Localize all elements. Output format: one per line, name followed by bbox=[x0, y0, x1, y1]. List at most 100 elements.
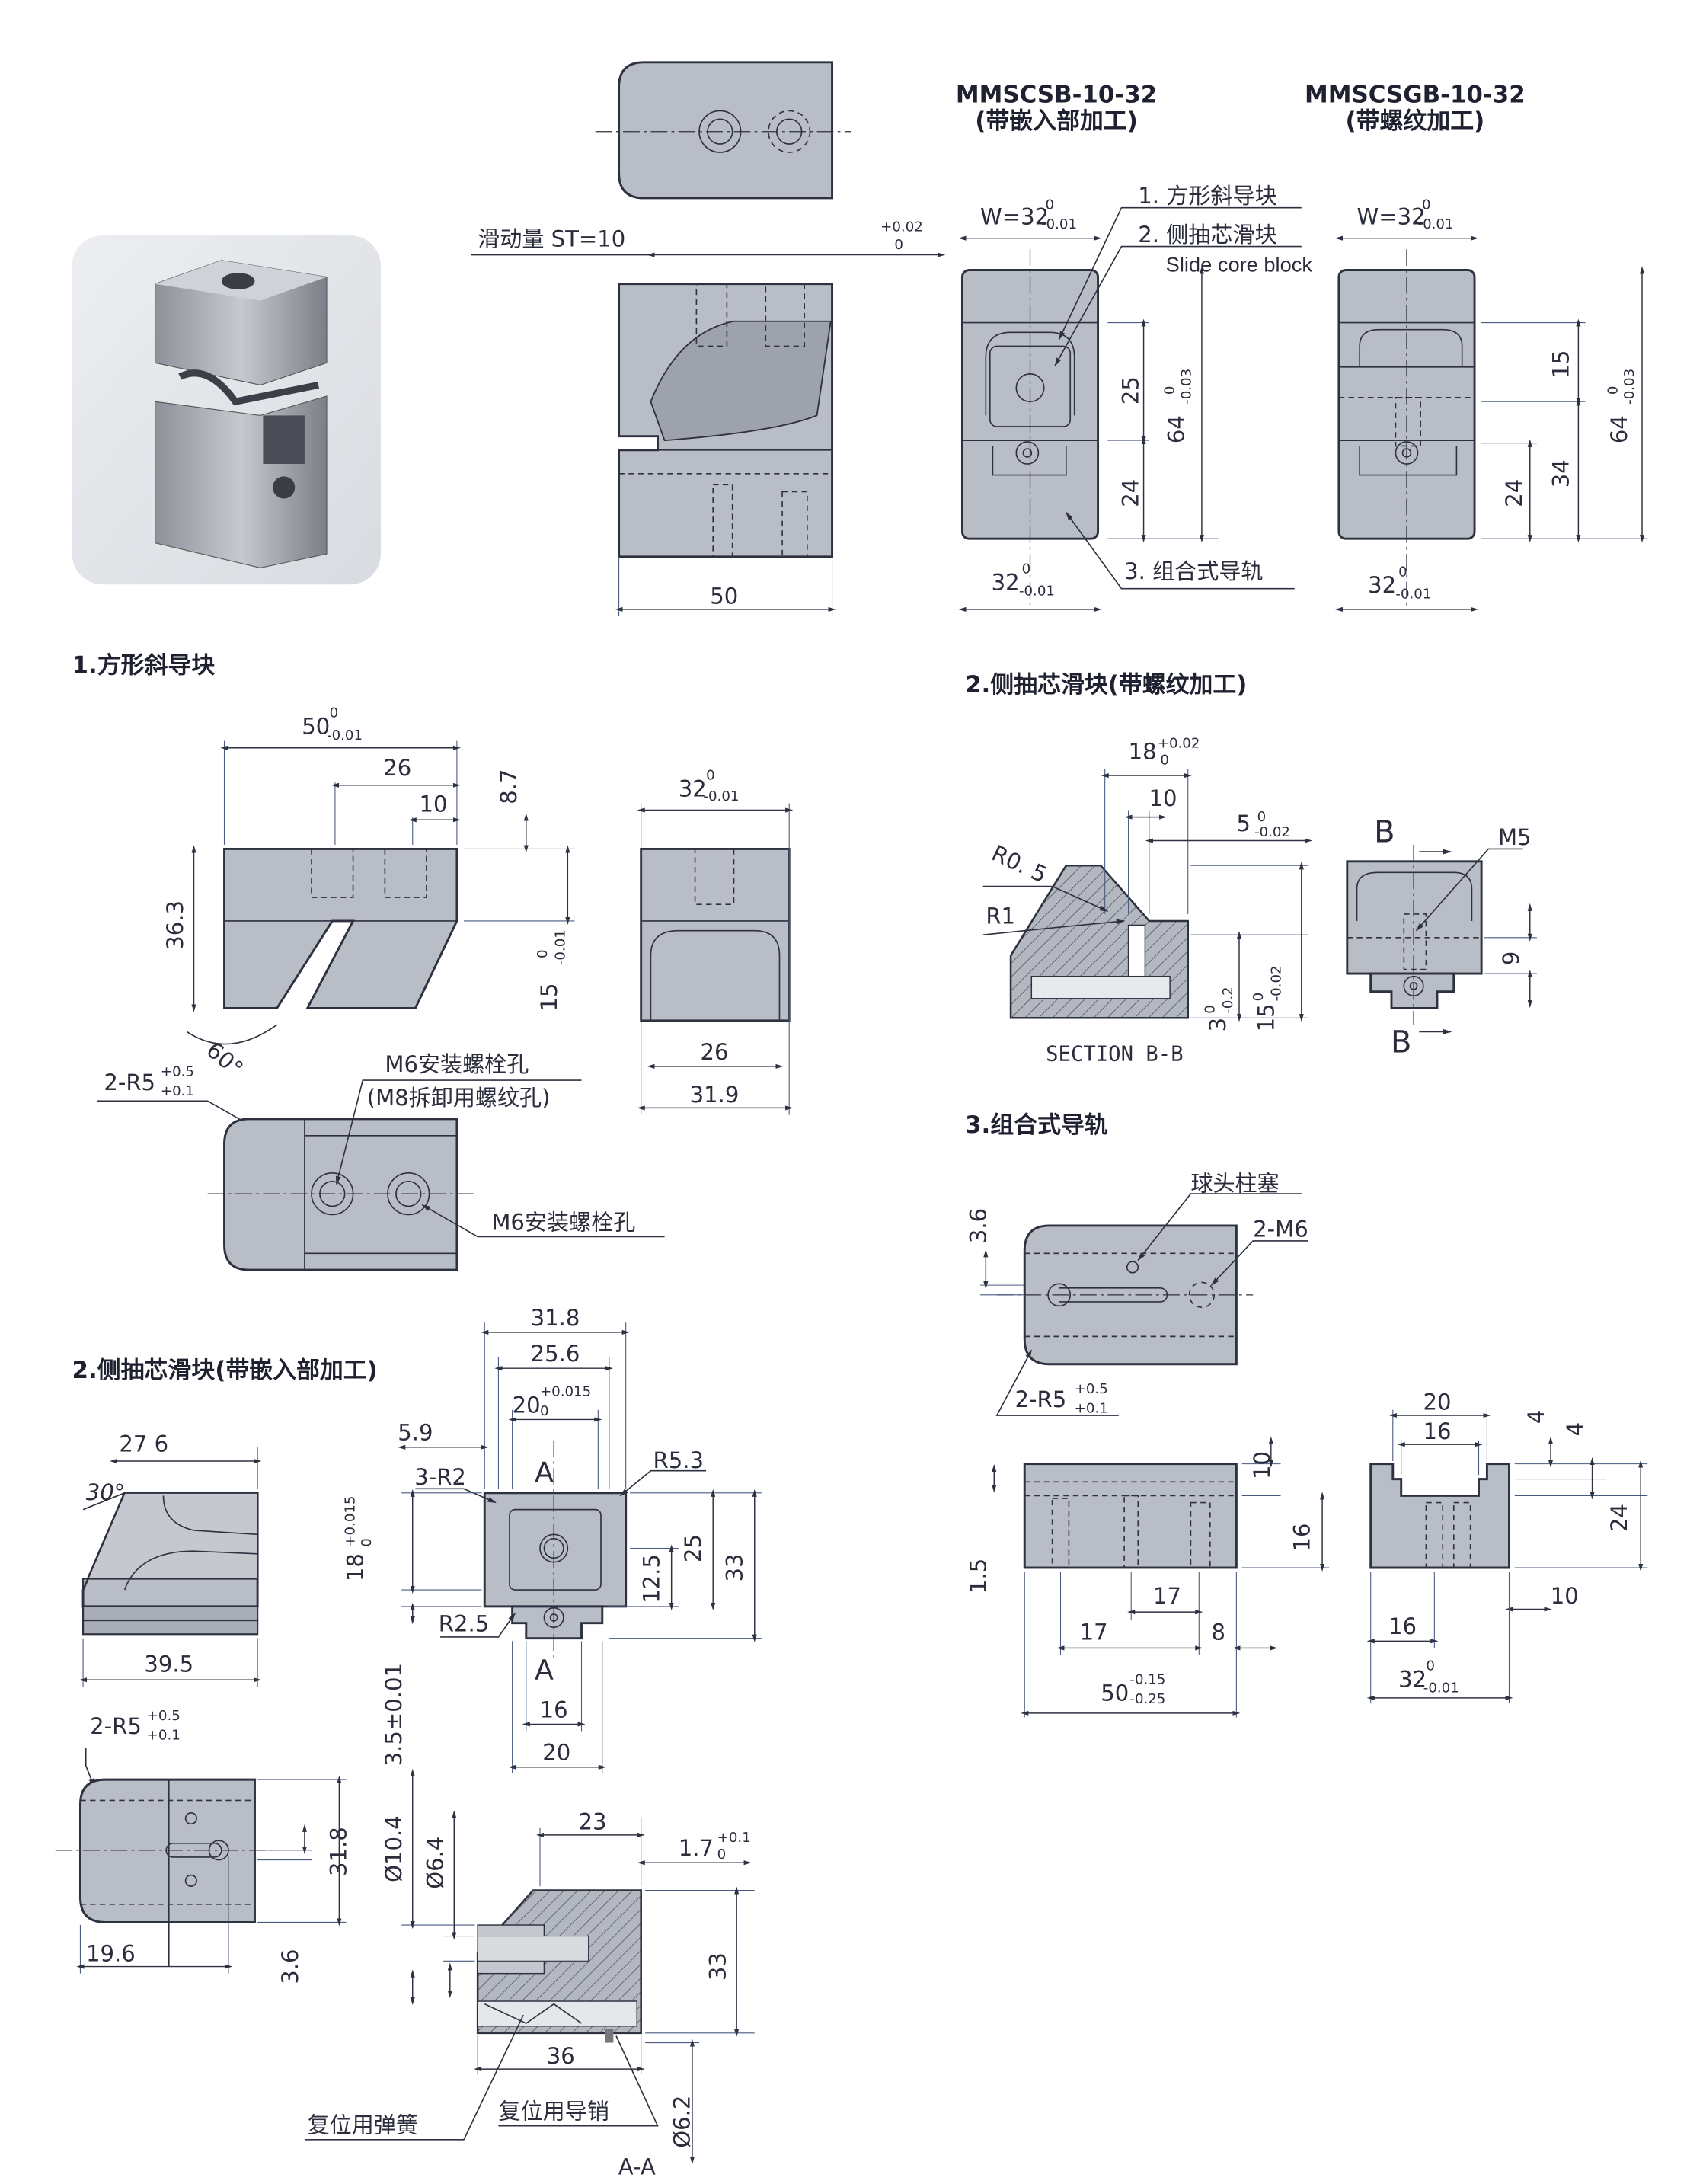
radius-label: 2-R5 bbox=[1015, 1386, 1067, 1412]
model-desc-a: (带嵌入部加工) bbox=[975, 107, 1138, 135]
model-number-a: MMSCSB-10-32 bbox=[956, 82, 1157, 109]
slide-core-section-aa bbox=[304, 1768, 755, 2165]
tol-lower: 0 bbox=[359, 1538, 375, 1547]
dim-18: 18 bbox=[1129, 738, 1157, 764]
front-dim-25-6: 25.6 bbox=[531, 1341, 580, 1367]
rail-end-view bbox=[1366, 1409, 1648, 1704]
tol-upper: -0.15 bbox=[1129, 1672, 1165, 1688]
tol-lower: -0.01 bbox=[1041, 216, 1077, 232]
assembly-a-bottom-width: 32 bbox=[992, 569, 1020, 595]
section-bb-label: SECTION B-B bbox=[1046, 1043, 1183, 1066]
model-desc-b: (带螺纹加工) bbox=[1346, 107, 1485, 135]
hole-label-1-note: (M8拆卸用螺纹孔) bbox=[367, 1085, 551, 1111]
tol-upper: 0 bbox=[330, 705, 339, 721]
dim-10: 10 bbox=[1149, 785, 1177, 811]
slide-core-section-bb bbox=[982, 768, 1312, 1022]
dim-15: 15 bbox=[536, 983, 562, 1011]
section-marker-a-top: A bbox=[535, 1456, 554, 1489]
end-dim-16b: 16 bbox=[1388, 1613, 1417, 1639]
assembly-b-width-label: W=32 bbox=[1357, 204, 1426, 230]
radius-r1: R1 bbox=[986, 903, 1015, 929]
model-header-b: MMSCSGB-10-32 (带螺纹加工) bbox=[1305, 82, 1526, 136]
assembly-a-width-label: W=32 bbox=[980, 204, 1049, 230]
dim-26: 26 bbox=[383, 755, 411, 781]
section-marker-b-top: B bbox=[1374, 814, 1395, 849]
dim-24: 24 bbox=[1501, 479, 1527, 507]
end-dim-20: 20 bbox=[1423, 1389, 1451, 1415]
dia-6-2: Ø6.2 bbox=[669, 2096, 695, 2148]
dim-64: 64 bbox=[1606, 415, 1632, 443]
aa-dim-23: 23 bbox=[579, 1809, 607, 1835]
tol-upper: 0 bbox=[1605, 386, 1621, 395]
radius-3-r2: 3-R2 bbox=[414, 1464, 466, 1490]
front-dim-3-5: 3.5±0.01 bbox=[381, 1663, 407, 1766]
guide-block-bottom-view bbox=[207, 1079, 665, 1271]
stroke-label: 滑动量 ST=10 bbox=[478, 226, 625, 252]
tol-lower: -0.01 bbox=[1395, 586, 1431, 602]
dim-9: 9 bbox=[1498, 951, 1524, 966]
radius-r2-5: R2.5 bbox=[439, 1611, 489, 1637]
rail-dim-8: 8 bbox=[1211, 1620, 1225, 1645]
end-dim-26: 26 bbox=[701, 1039, 729, 1065]
guide-block-side-view bbox=[97, 740, 575, 1130]
part-label-3: 3. 组合式导轨 bbox=[1124, 558, 1263, 584]
slide-core-iso-view bbox=[78, 1447, 262, 1687]
tol-upper: +0.02 bbox=[1158, 736, 1200, 752]
tol-upper: 0 bbox=[535, 949, 551, 958]
tol-lower: +0.1 bbox=[161, 1083, 194, 1099]
tol-upper: +0.015 bbox=[342, 1496, 358, 1547]
dia-10-4: Ø10.4 bbox=[381, 1815, 407, 1882]
angle-30: 30° bbox=[86, 1479, 126, 1505]
rail-dim-16: 16 bbox=[1289, 1523, 1315, 1551]
iso-dim-27-6: 27 6 bbox=[119, 1431, 168, 1457]
radius-r5-3: R5.3 bbox=[653, 1447, 704, 1473]
thread-m5-label: M5 bbox=[1498, 824, 1532, 850]
assembly-side-view-b bbox=[1334, 235, 1648, 612]
tol-upper: 0 bbox=[1422, 197, 1431, 213]
dim-5: 5 bbox=[1236, 811, 1251, 836]
part-label-2-en: Slide core block bbox=[1166, 252, 1313, 276]
rail-dim-1-5: 1.5 bbox=[965, 1559, 991, 1594]
tol-lower: -0.03 bbox=[1622, 369, 1638, 405]
radius-r0-5: R0. 5 bbox=[988, 840, 1051, 888]
rail-top-view bbox=[980, 1193, 1308, 1416]
return-pin-label: 复位用导销 bbox=[498, 2099, 609, 2125]
section-marker-a-bottom: A bbox=[535, 1654, 554, 1687]
tol-upper: 0 bbox=[1257, 809, 1267, 825]
end-dim-4a: 4 bbox=[1523, 1410, 1549, 1425]
tol-upper: +0.5 bbox=[1075, 1381, 1108, 1397]
return-spring-label: 复位用弹簧 bbox=[308, 2112, 418, 2138]
tol-upper: 0 bbox=[1022, 561, 1031, 577]
tol-lower: -0.2 bbox=[1220, 986, 1236, 1013]
dim-3: 3 bbox=[1205, 1018, 1231, 1032]
dim-34: 34 bbox=[1548, 459, 1574, 488]
angle-60: 60° bbox=[202, 1037, 248, 1082]
tol-upper: 0 bbox=[1398, 564, 1407, 580]
tol-lower: -0.01 bbox=[1423, 1680, 1459, 1696]
model-header-a: MMSCSB-10-32 (带嵌入部加工) bbox=[956, 82, 1157, 136]
tol-lower: -0.02 bbox=[1269, 965, 1285, 1001]
top-dim-19-6: 19.6 bbox=[86, 1940, 136, 1966]
assembly-front-view bbox=[615, 283, 836, 617]
tol-lower: 0 bbox=[1160, 753, 1169, 769]
section-1-title: 1.方形斜导块 bbox=[72, 652, 216, 680]
aa-dim-36: 36 bbox=[547, 2043, 575, 2069]
radius-label: 2-R5 bbox=[90, 1713, 142, 1739]
slide-core-threaded-front-view bbox=[1346, 844, 1537, 1034]
tol-upper: +0.1 bbox=[717, 1830, 751, 1846]
assembly-b-bottom-width: 32 bbox=[1368, 572, 1396, 598]
section-2a-title: 2.侧抽芯滑块(带嵌入部加工) bbox=[72, 1357, 378, 1384]
end-dim-10: 10 bbox=[1551, 1583, 1579, 1609]
aa-dim-1-7: 1.7 bbox=[679, 1835, 714, 1861]
radius-label: 2-R5 bbox=[104, 1070, 155, 1095]
end-dim-16: 16 bbox=[1423, 1418, 1451, 1444]
ball-plunger-label: 球头柱塞 bbox=[1190, 1170, 1279, 1196]
stroke-tol-lower: 0 bbox=[894, 237, 903, 253]
end-dim-24: 24 bbox=[1606, 1504, 1632, 1532]
tol-upper: 0 bbox=[1251, 993, 1267, 1002]
rail-dim-50: 50 bbox=[1101, 1680, 1129, 1706]
front-dim-12-5: 12.5 bbox=[638, 1554, 664, 1604]
hole-label-1: M6安装螺栓孔 bbox=[385, 1051, 529, 1077]
dim-10: 10 bbox=[419, 791, 447, 817]
part-label-1: 1. 方形斜导块 bbox=[1138, 183, 1276, 209]
